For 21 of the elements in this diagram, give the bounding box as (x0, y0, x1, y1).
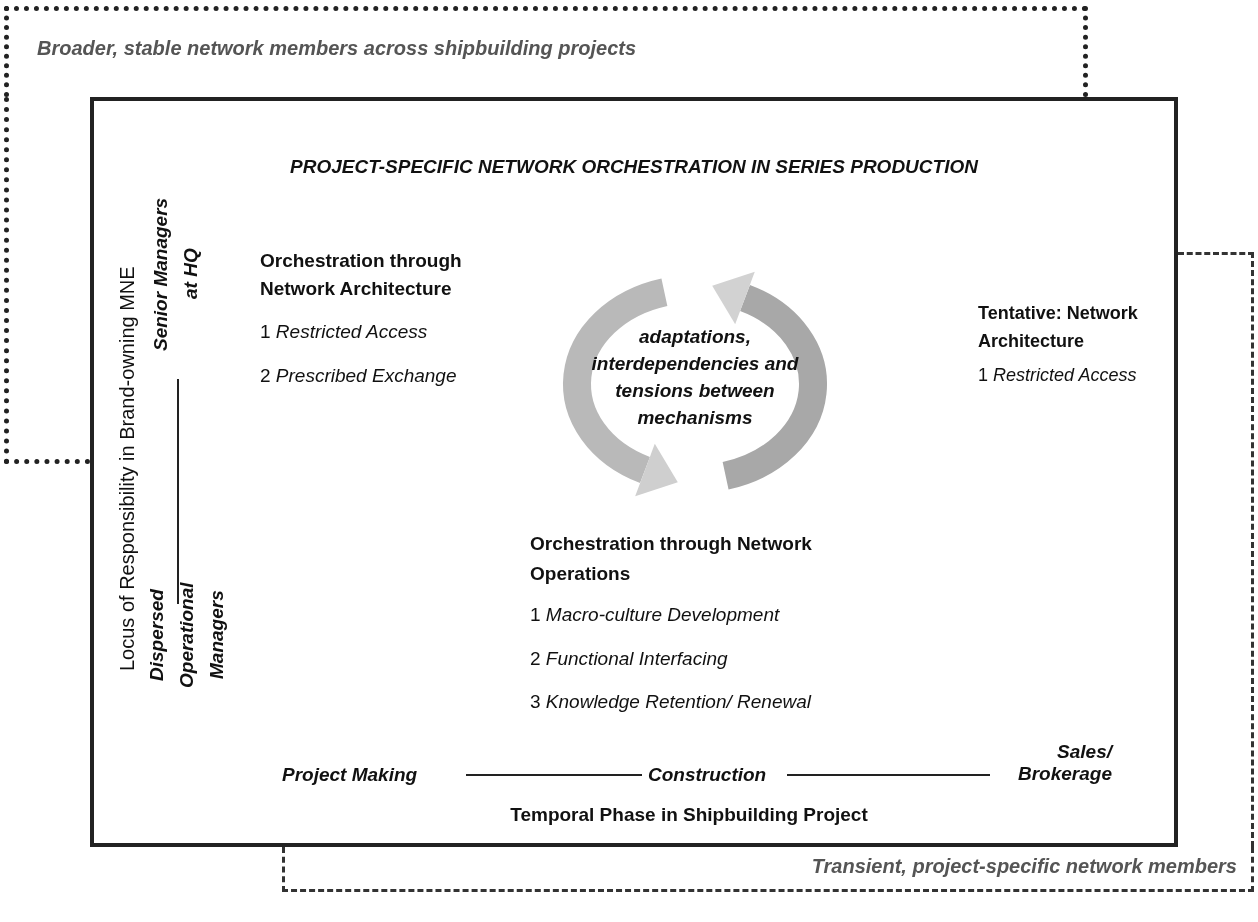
axis-end-label: Dispersed Operational Managers (145, 581, 228, 690)
mechanism-item: 1 Restricted Access (978, 364, 1137, 387)
axis-title: Locus of Responsibility in Brand-owning MNE (115, 265, 139, 674)
axis-end-label: Sales/ Brokerage (1017, 741, 1112, 785)
mechanism-item: 2 Prescribed Exchange (260, 364, 457, 388)
frame-title: PROJECT-SPECIFIC NETWORK ORCHESTRATION IN SERIES PRODUCTION (289, 155, 980, 179)
mechanism-item: 1 Restricted Access (260, 320, 428, 344)
mechanism-item: 2 Functional Interfacing (530, 647, 728, 671)
mechanism-heading: Orchestration through Network Operations (530, 532, 813, 586)
mechanism-heading: Tentative: Network Architecture (978, 302, 1139, 353)
main-frame (90, 97, 1178, 847)
mechanism-item: 3 Knowledge Retention/ Renewal (530, 690, 811, 714)
axis-end-label: Project Making (282, 763, 418, 787)
axis-title: Temporal Phase in Shipbuilding Project (509, 803, 869, 827)
boundary-label: Transient, project-specific network members (811, 854, 1237, 879)
axis-end-label: Senior Managers at HQ (149, 196, 202, 353)
boundary-label: Broader, stable network members across shipbuilding projects (37, 36, 637, 61)
mechanism-item: 1 Macro-culture Development (530, 603, 780, 627)
axis-mid-label: Construction (648, 763, 767, 787)
cycle-label: adaptations, interdependencies and tensions between mechanisms (590, 325, 800, 430)
mechanism-heading: Orchestration through Network Architecture (260, 249, 463, 301)
